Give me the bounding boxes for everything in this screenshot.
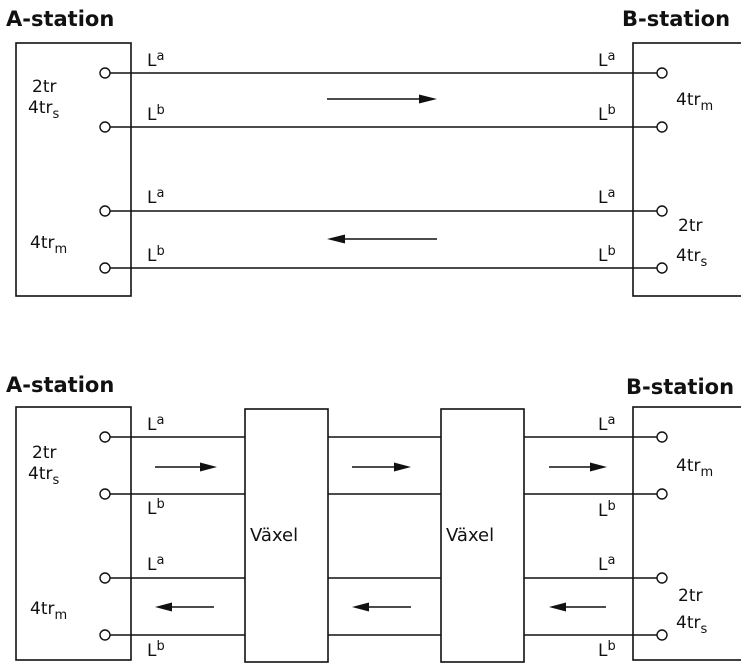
bottom-b-upper-label: 4trm <box>676 456 713 480</box>
bottom-station-b-box <box>632 406 741 661</box>
bottom-wire-label-la-right-1: La <box>598 413 615 435</box>
bottom-wire-label-lb-left-1: Lb <box>147 497 165 519</box>
bottom-station-b-title: B-station <box>626 375 734 399</box>
bottom-terminal-b3 <box>656 572 668 584</box>
top-diagram: A-station B-station 2tr 4trs 4trm 4trm 2… <box>6 7 741 297</box>
bottom-terminal-a3 <box>99 572 111 584</box>
bottom-wire-label-la-right-2: La <box>598 553 615 575</box>
top-wire-label-la-right-1: La <box>598 49 615 71</box>
top-a-upper-line2: 4trs <box>28 98 59 122</box>
top-wire-label-la-left-1: La <box>147 49 164 71</box>
bottom-wire-label-lb-right-2: Lb <box>598 639 616 661</box>
top-terminal-a2 <box>99 121 111 133</box>
top-terminal-a1 <box>99 67 111 79</box>
top-station-b-box <box>632 42 741 297</box>
top-wire-label-la-left-2: La <box>147 186 164 208</box>
bottom-wire-label-lb-right-1: Lb <box>598 499 616 521</box>
bottom-diagram: A-station B-station Växel Växel 2tr 4trs… <box>6 373 741 663</box>
top-station-a-box <box>15 42 132 297</box>
bottom-arrow-right-3 <box>549 462 607 472</box>
top-terminal-b4 <box>656 262 668 274</box>
bottom-b-lower-line2: 4trs <box>676 613 707 637</box>
top-b-lower-line1: 2tr <box>678 216 702 236</box>
top-wire-label-lb-left-1: Lb <box>147 103 165 125</box>
bottom-arrow-right-2 <box>352 462 411 472</box>
bottom-arrow-left-1 <box>155 602 214 612</box>
bottom-terminal-a4 <box>99 629 111 641</box>
top-b-upper-label: 4trm <box>676 90 713 114</box>
bottom-wire-label-la-left-1: La <box>147 413 164 435</box>
top-a-lower-label: 4trm <box>30 233 67 257</box>
top-b-lower-line2: 4trs <box>676 246 707 270</box>
exchange-label-1: Växel <box>250 525 298 546</box>
bottom-arrow-left-2 <box>352 602 411 612</box>
bottom-terminal-a1 <box>99 431 111 443</box>
top-station-b-title: B-station <box>622 7 730 31</box>
bottom-wire-label-la-left-2: La <box>147 553 164 575</box>
top-wire-label-lb-right-1: Lb <box>598 103 616 125</box>
top-terminal-b2 <box>656 121 668 133</box>
bottom-arrow-left-3 <box>549 602 606 612</box>
top-station-a-title: A-station <box>6 7 114 31</box>
top-terminal-a4 <box>99 262 111 274</box>
bottom-wire-label-lb-left-2: Lb <box>147 639 165 661</box>
bottom-terminal-b1 <box>656 431 668 443</box>
exchange-label-2: Växel <box>446 525 494 546</box>
bottom-arrow-right-1 <box>155 462 217 472</box>
top-terminal-a3 <box>99 205 111 217</box>
top-arrow-right <box>327 94 437 104</box>
bottom-terminal-b2 <box>656 488 668 500</box>
top-terminal-b1 <box>656 67 668 79</box>
top-wire-label-lb-right-2: Lb <box>598 244 616 266</box>
bottom-b-lower-line1: 2tr <box>678 586 702 606</box>
bottom-terminal-b4 <box>656 629 668 641</box>
exchange-box-2 <box>440 408 525 663</box>
bottom-station-a-box <box>15 406 132 661</box>
bottom-station-a-title: A-station <box>6 373 114 397</box>
bottom-a-lower-label: 4trm <box>30 599 67 623</box>
top-wire-label-la-right-2: La <box>598 186 615 208</box>
bottom-terminal-a2 <box>99 488 111 500</box>
bottom-a-upper-line2: 4trs <box>28 464 59 488</box>
exchange-box-1 <box>244 408 329 663</box>
top-a-upper-line1: 2tr <box>32 77 56 97</box>
top-arrow-left <box>327 234 437 244</box>
bottom-a-upper-line1: 2tr <box>32 443 56 463</box>
top-wire-label-lb-left-2: Lb <box>147 244 165 266</box>
top-terminal-b3 <box>656 205 668 217</box>
